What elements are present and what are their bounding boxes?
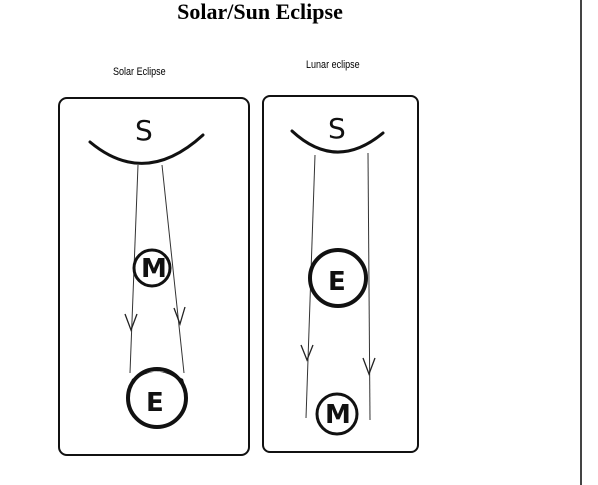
- sun-arc: [290, 129, 385, 154]
- sun-label: S: [135, 114, 153, 147]
- light-ray-right: [367, 152, 371, 421]
- earth-circle: [126, 367, 188, 429]
- moon-circle: [132, 248, 172, 288]
- ray-arrowhead-right: [362, 357, 376, 376]
- solar-eclipse-panel: S M E: [58, 97, 250, 456]
- moon-label: M: [325, 400, 351, 430]
- lunar-eclipse-caption: Lunar eclipse: [306, 59, 360, 71]
- page-edge-divider: [580, 0, 582, 485]
- solar-eclipse-caption: Solar Eclipse: [113, 66, 166, 78]
- ray-arrowhead-right: [173, 306, 186, 327]
- earth-label: E: [146, 388, 164, 418]
- earth-circle: [308, 248, 368, 308]
- lunar-eclipse-frame: [262, 95, 419, 453]
- moon-label: M: [141, 254, 167, 284]
- page-title: Solar/Sun Eclipse: [177, 0, 343, 24]
- lunar-eclipse-panel: S E M: [262, 95, 419, 453]
- earth-label: E: [328, 267, 346, 297]
- sun-arc: [88, 133, 205, 165]
- earth-shadow: [130, 371, 185, 386]
- ray-arrowhead-left: [300, 344, 314, 362]
- sun-label: S: [328, 112, 346, 145]
- light-ray-right: [161, 164, 185, 374]
- ray-arrowhead-left: [124, 313, 138, 332]
- solar-eclipse-frame: [58, 97, 250, 456]
- moon-circle: [315, 392, 359, 436]
